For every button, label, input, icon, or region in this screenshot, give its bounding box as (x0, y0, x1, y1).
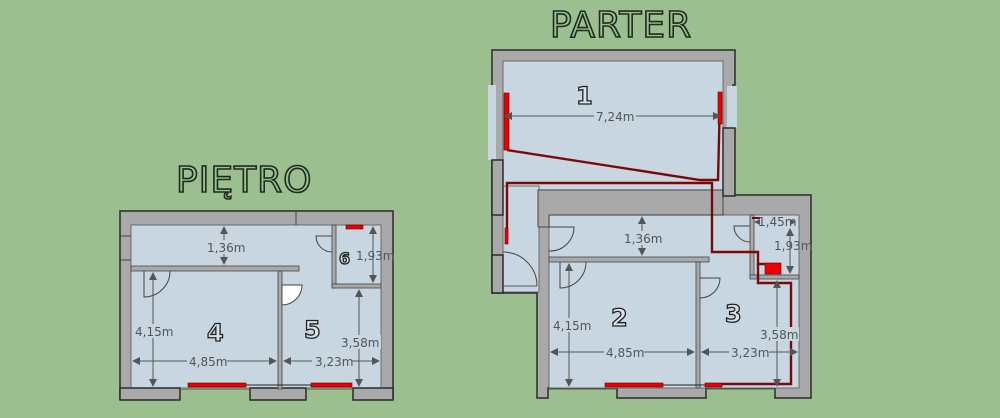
pietro-plan: PIĘTRO 1,36m (119, 159, 394, 401)
parter-floor (548, 214, 800, 389)
boiler-icon (764, 262, 782, 275)
radiator-icon (704, 382, 723, 388)
pietro-dim-room6: 1,93m (356, 249, 394, 263)
parter-title: PARTER (550, 5, 692, 46)
room-number-1: 1 (576, 82, 593, 110)
parter-dim-room2-width: 4,85m (606, 346, 644, 360)
heating-pipe (506, 97, 722, 182)
pietro-title: PIĘTRO (176, 160, 312, 201)
parter-dim-room3-width: 3,23m (731, 346, 769, 360)
room-number-5: 5 (304, 316, 321, 344)
room-number-6: 6 (339, 249, 350, 268)
room-number-3: 3 (725, 300, 742, 328)
radiator-icon (604, 382, 664, 388)
parter-corridor-wall (548, 256, 710, 263)
heating-pipe (722, 264, 793, 386)
parter-dim-room1: 7,24m (596, 110, 634, 124)
parter-door-corridor (548, 226, 575, 252)
parter-door-room2 (559, 261, 587, 289)
radiator-icon (187, 382, 247, 388)
room-number-4: 4 (207, 319, 224, 347)
parter-partition-2-3 (695, 261, 701, 389)
radiator-icon (504, 227, 509, 245)
parter-door-entrance (502, 251, 538, 287)
radiator-icon (717, 91, 723, 125)
pietro-door-room6 (315, 235, 333, 253)
pietro-dim-room5-height: 3,58m (341, 336, 379, 350)
parter-door-boiler (733, 225, 751, 243)
parter-door-room3 (699, 277, 721, 299)
pietro-door-room5 (281, 284, 303, 306)
pietro-dim-room4-width: 4,85m (189, 355, 227, 369)
radiator-icon (310, 382, 353, 388)
radiator-icon (345, 224, 364, 230)
parter-dim-corridor: 1,36m (624, 232, 662, 246)
parter-dim-room3-height: 3,58m (760, 328, 798, 342)
pietro-dim-corridor: 1,36m (207, 241, 245, 255)
parter-dim-boiler-height: 1,93m (774, 239, 812, 253)
room-number-2: 2 (611, 304, 628, 332)
pietro-dim-room4-height: 4,15m (135, 325, 173, 339)
pietro-dim-room5-width: 3,23m (315, 355, 353, 369)
pietro-partition-4-5 (277, 270, 283, 390)
parter-dim-room2-height: 4,15m (553, 319, 591, 333)
parter-plan: PARTER (488, 4, 812, 399)
pietro-door-room4 (143, 270, 171, 298)
parter-dim-boiler-width: 1,45m (758, 215, 796, 229)
pietro-corridor-wall (130, 265, 300, 272)
radiator-icon (503, 92, 510, 151)
